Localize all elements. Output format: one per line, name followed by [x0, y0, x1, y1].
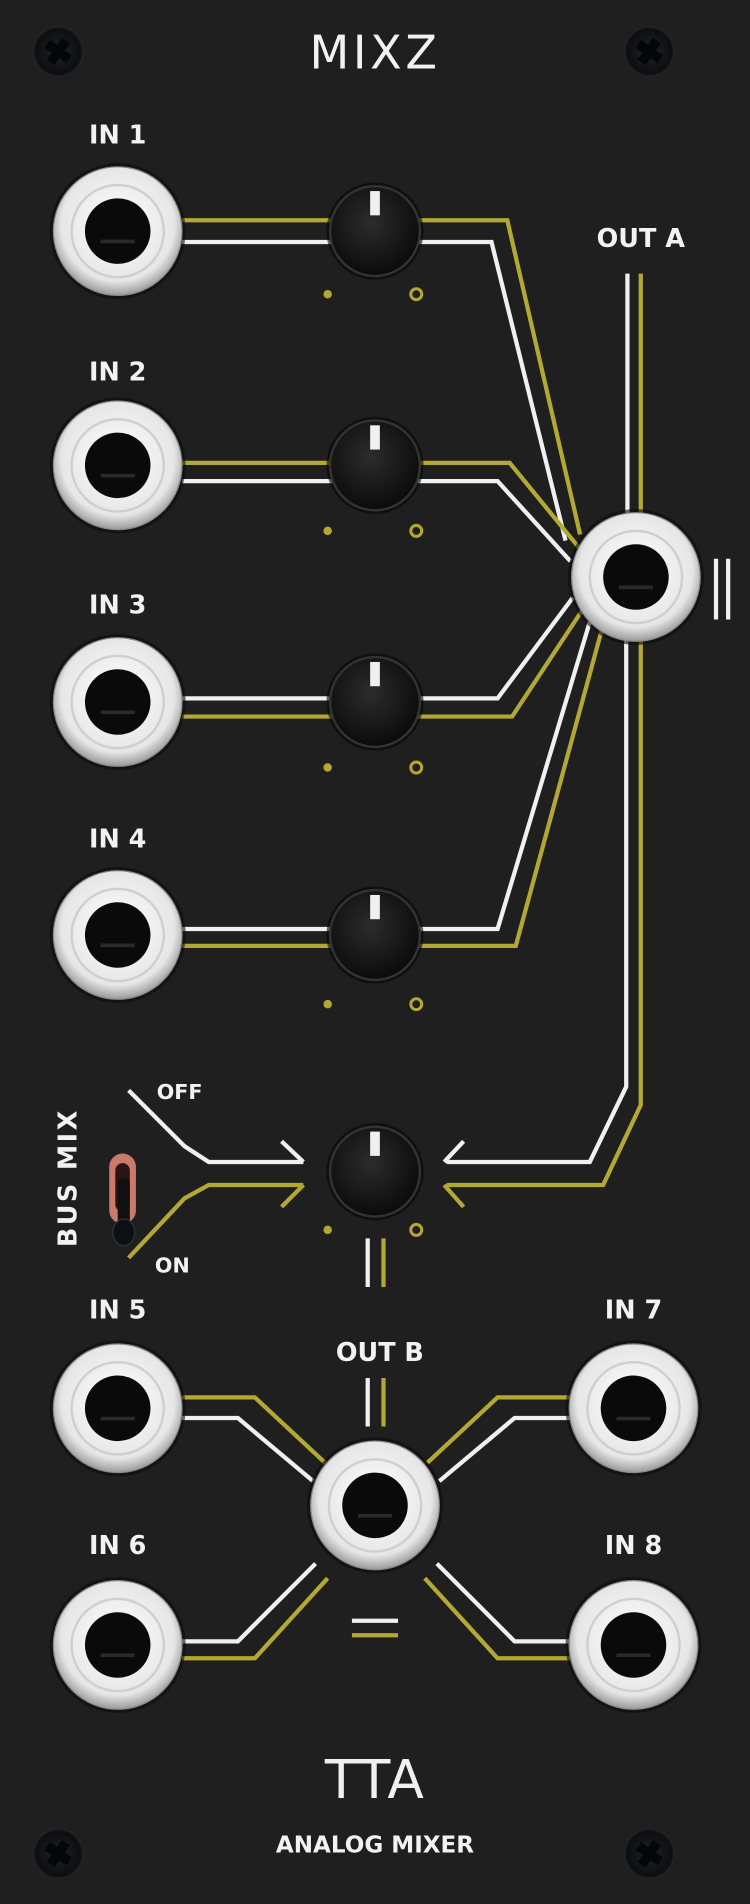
in-4-label: IN 4: [89, 825, 146, 855]
module-subtitle: ANALOG MIXER: [276, 1832, 474, 1858]
bus-mix-off-label: OFF: [157, 1080, 203, 1104]
screw-icon: [623, 1828, 675, 1880]
out-b-label: OUT B: [336, 1338, 424, 1368]
in-1-jack[interactable]: [48, 161, 187, 301]
level-knob-1[interactable]: [325, 181, 425, 281]
brand-logo: TTA: [324, 1748, 425, 1811]
in-7-jack[interactable]: [564, 1339, 703, 1478]
screw-icon: [32, 26, 84, 77]
in-2-label: IN 2: [89, 357, 146, 387]
in-8-label: IN 8: [605, 1531, 662, 1561]
bus-mix-label: BUS MIX: [53, 1108, 83, 1247]
in-3-jack[interactable]: [48, 632, 187, 772]
in-2-jack[interactable]: [48, 396, 187, 535]
bus-mix-knob[interactable]: [325, 1121, 425, 1222]
in-7-label: IN 7: [605, 1296, 662, 1326]
screw-icon: [623, 26, 675, 77]
level-knob-2[interactable]: [325, 415, 425, 516]
in-3-label: IN 3: [89, 590, 146, 620]
out-a-jack[interactable]: [566, 507, 706, 647]
in-4-jack[interactable]: [48, 865, 187, 1005]
in-8-jack[interactable]: [564, 1575, 703, 1715]
module-title: MIXZ: [309, 26, 440, 80]
in-6-jack[interactable]: [48, 1575, 187, 1715]
out-a-label: OUT A: [597, 224, 686, 254]
level-knob-3[interactable]: [325, 652, 425, 752]
in-5-label: IN 5: [89, 1296, 146, 1326]
knob-range-markers: [323, 287, 424, 1237]
out-b-jack[interactable]: [305, 1436, 445, 1575]
signal-lines: [127, 218, 731, 1661]
bus-mix-on-label: ON: [155, 1253, 190, 1277]
in-5-jack[interactable]: [48, 1339, 187, 1478]
screw-icon: [32, 1828, 84, 1880]
level-knob-4[interactable]: [325, 885, 425, 985]
bus-mix-toggle[interactable]: [109, 1153, 136, 1247]
in-6-label: IN 6: [89, 1531, 146, 1561]
in-1-label: IN 1: [89, 121, 146, 151]
